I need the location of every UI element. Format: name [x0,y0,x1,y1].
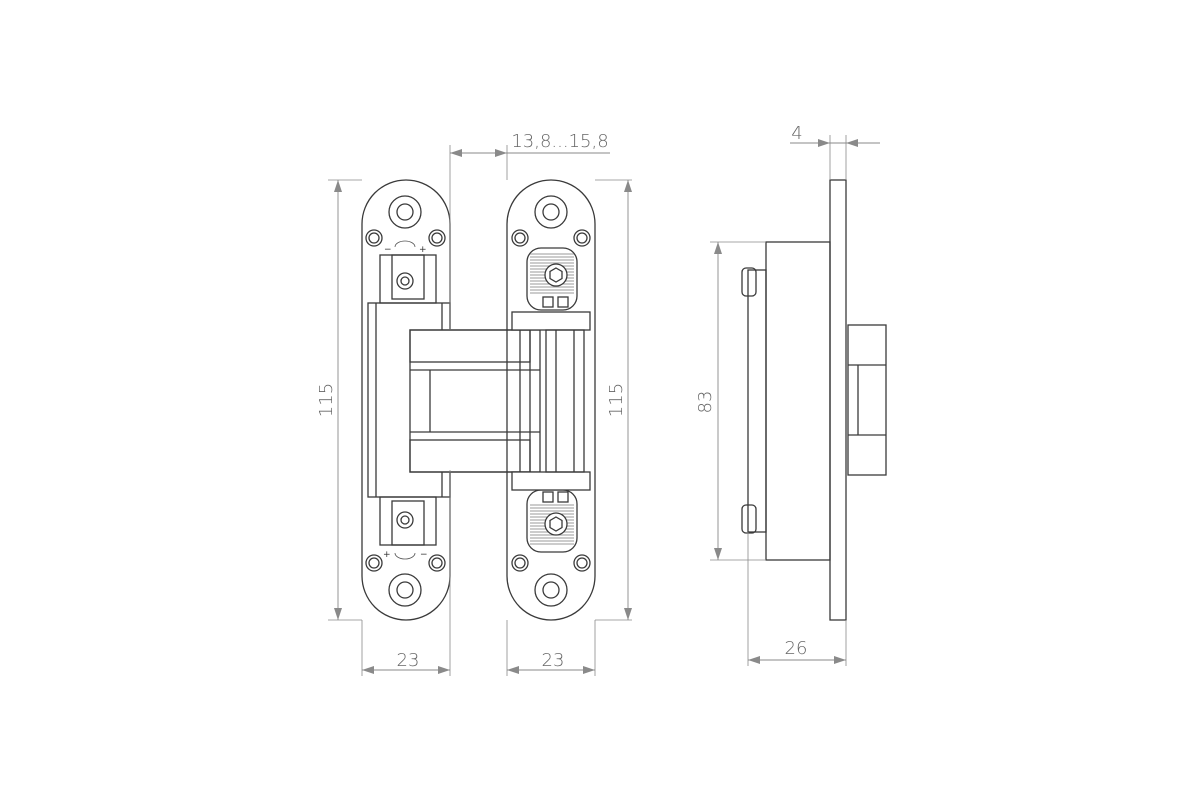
dim-height-right: 115 [606,383,627,417]
plus-symbol-bottom: + [383,550,391,560]
dimension-lines [328,135,880,676]
hinge-knuckle [409,329,541,473]
dim-plate-thickness: 4 [791,123,802,144]
minus-symbol-bottom: − [420,550,428,560]
minus-symbol-top: − [384,245,392,255]
dim-leaf-gap: 13,8...15,8 [511,131,608,152]
dim-width-right: 23 [542,650,565,671]
dim-side-depth: 26 [785,638,808,659]
right-hinge-leaf [506,179,596,621]
hinge-side-view [741,179,887,621]
dim-width-left: 23 [397,650,420,671]
dim-side-height: 83 [695,391,716,414]
dim-height-left: 115 [316,383,337,417]
plus-symbol-top: + [419,245,427,255]
